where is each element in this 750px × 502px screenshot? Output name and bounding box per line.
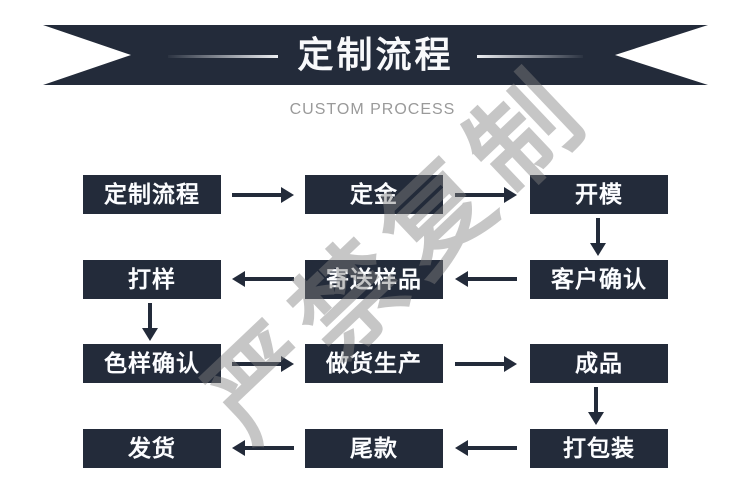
page-subtitle: CUSTOM PROCESS (289, 101, 456, 118)
flow-step-box: 成品 (530, 344, 668, 383)
arrow-left-icon (232, 271, 294, 287)
flow-step-box: 打样 (83, 260, 221, 299)
arrow-right-icon (232, 187, 294, 203)
flow-step-box: 做货生产 (305, 344, 443, 383)
arrow-down-icon (142, 303, 158, 341)
arrow-right-icon (455, 356, 517, 372)
arrow-down-icon (590, 218, 606, 256)
flow-step-box: 寄送样品 (305, 260, 443, 299)
flow-step-box: 客户确认 (530, 260, 668, 299)
arrow-left-icon (455, 271, 517, 287)
title-ribbon: 定制流程 (43, 25, 708, 85)
flow-step-box: 打包装 (530, 429, 668, 468)
ribbon-deco-line-left (168, 55, 278, 58)
flow-step-box: 定制流程 (83, 175, 221, 214)
arrow-right-icon (232, 356, 294, 372)
arrow-right-icon (455, 187, 517, 203)
page-title: 定制流程 (297, 35, 454, 75)
flow-step-box: 定金 (305, 175, 443, 214)
arrow-left-icon (232, 440, 294, 456)
flow-step-box: 开模 (530, 175, 668, 214)
flow-step-box: 尾款 (305, 429, 443, 468)
watermark-text: 严禁复制 (184, 46, 614, 463)
ribbon-deco-line-right (477, 55, 583, 58)
flow-step-box: 色样确认 (83, 344, 221, 383)
arrow-down-icon (588, 387, 604, 425)
arrow-left-icon (455, 440, 517, 456)
flow-step-box: 发货 (83, 429, 221, 468)
